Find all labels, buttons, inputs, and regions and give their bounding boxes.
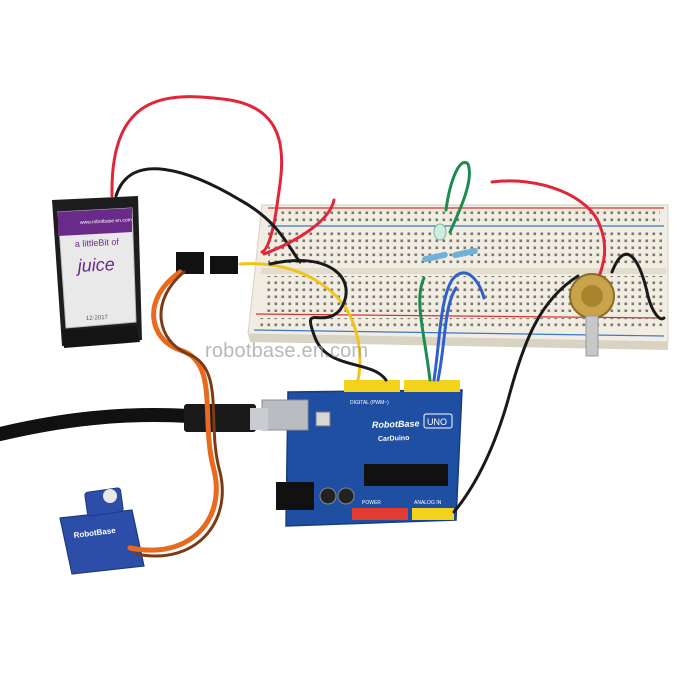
battery-label-line1: a littleBit of [75,237,120,249]
board-model: CarDuino [378,435,410,443]
battery-date-code: 12-2017 [86,315,109,322]
board-brand: RobotBase [372,418,420,430]
capacitor-2 [337,487,355,505]
digital-header-left [344,380,400,392]
dc-jack [276,482,314,510]
arduino-board: RobotBase CarDuino UNO DIGITAL (PWM~) PO… [261,380,463,527]
wire-battery-red [110,95,284,254]
digital-header-right [404,380,460,392]
wires [110,95,666,558]
servo-motor: RobotBase [59,487,145,575]
board-power-label: POWER [362,500,381,506]
microcontroller-chip [364,464,448,486]
battery-holder: www.robotbase.en.com a littleBit of juic… [52,196,142,348]
potentiometer [569,273,615,357]
analog-header [412,508,454,520]
led [433,223,447,241]
board-digital-label: DIGITAL (PWM~) [350,400,389,406]
power-header [352,508,408,520]
board-analog-label: ANALOG IN [414,500,442,506]
usb-cable [0,404,268,441]
breadboard [247,204,669,350]
battery-small-print: www.robotbase.en.com [80,217,132,226]
usb-port [261,399,309,431]
reset-button [315,411,331,427]
capacitor-1 [319,487,337,505]
battery-label-line2: juice [74,254,115,276]
resistors [422,247,478,263]
board-badge: UNO [427,417,447,427]
